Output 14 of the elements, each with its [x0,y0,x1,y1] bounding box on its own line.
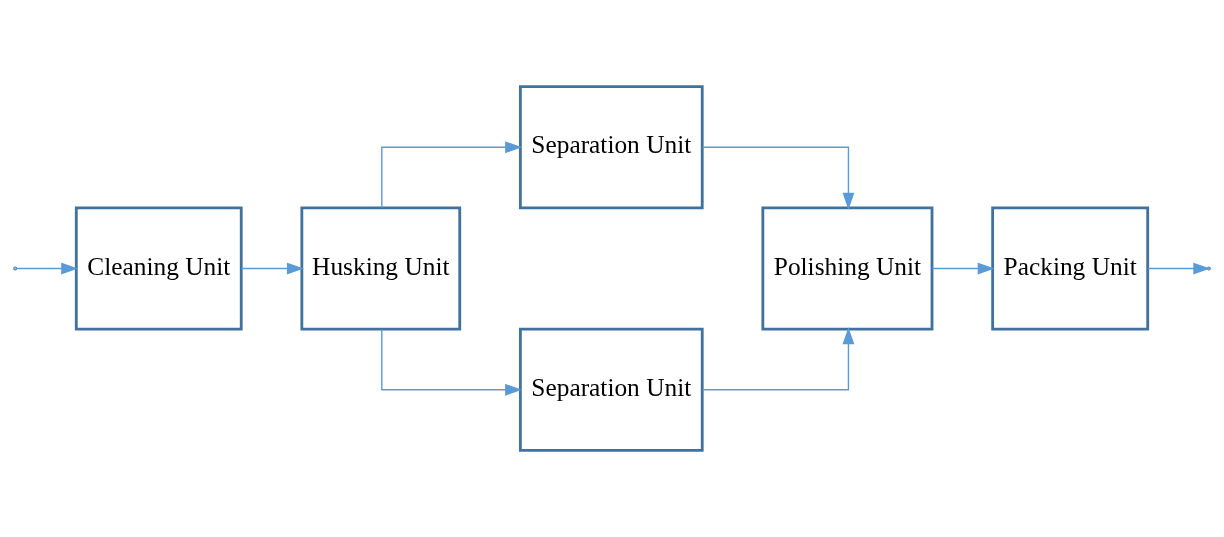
arrow [701,146,855,210]
node-box: Polishing Unit [761,206,934,331]
node-box: Cleaning Unit [74,206,243,331]
arrow [931,262,995,275]
arrow [381,141,523,209]
node-box: Husking Unit [300,206,462,331]
arrow [701,327,855,391]
arrow [1147,262,1211,275]
arrow [15,262,79,275]
arrow [381,328,523,396]
node-box: Separation Unit [518,327,704,452]
arrow [240,262,304,275]
node-box: Separation Unit [518,85,704,210]
node-box: Packing Unit [991,206,1150,331]
